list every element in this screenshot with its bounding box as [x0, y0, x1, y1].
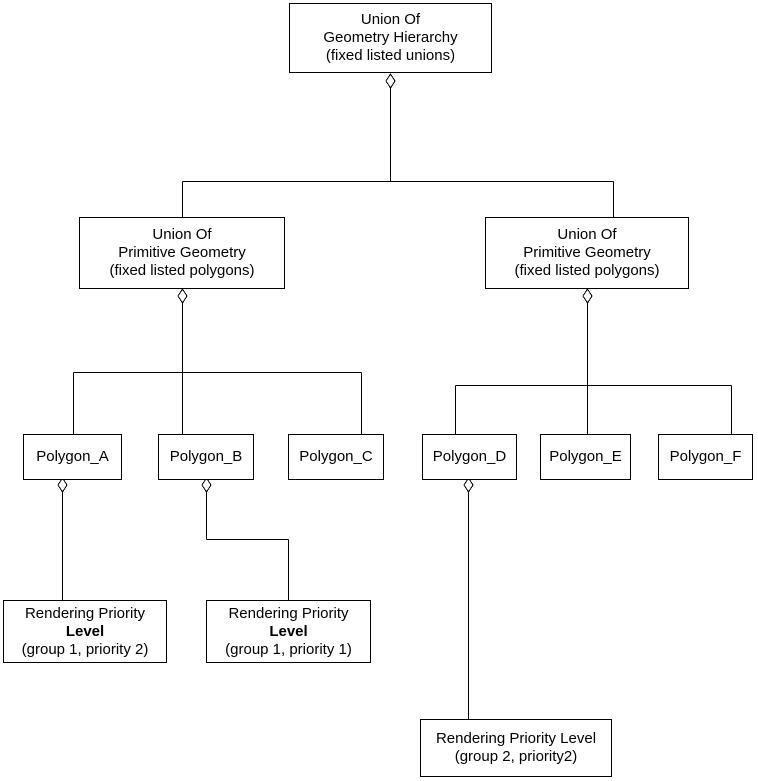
node-polygon-c: Polygon_C	[288, 434, 384, 480]
node-polygon-d: Polygon_D	[422, 434, 517, 480]
node-polygon-a: Polygon_A	[23, 434, 122, 480]
node-polygon-f: Polygon_F	[658, 434, 753, 480]
node-union-of-geometry-hierarchy: Union Of Geometry Hierarchy (fixed liste…	[289, 3, 492, 73]
node-rendering-priority-level-a: Rendering Priority Level (group 1, prior…	[3, 600, 167, 663]
node-text-line: (group 1, priority 1)	[225, 640, 352, 658]
node-text-line: (group 2, priority2)	[454, 748, 578, 765]
node-text-line: Rendering Priority Level	[435, 730, 597, 747]
node-text-line: Primitive Geometry	[118, 244, 246, 261]
node-text-line: Union Of	[360, 11, 421, 28]
node-rendering-priority-level-b: Rendering Priority Level (group 1, prior…	[206, 600, 371, 663]
node-text-line: Geometry Hierarchy	[323, 29, 458, 46]
node-text-line-bold: Level	[65, 622, 105, 640]
node-text-line: Primitive Geometry	[523, 244, 651, 261]
node-text-line-bold: Level	[269, 622, 308, 640]
node-text-line: Polygon_F	[669, 448, 742, 465]
node-text-line: (fixed listed unions)	[325, 47, 456, 64]
node-text-line: Union Of	[557, 226, 617, 243]
node-polygon-b: Polygon_B	[158, 434, 254, 480]
node-text-line: Rendering Priority	[228, 604, 349, 622]
node-text-line: Rendering Priority	[24, 604, 146, 622]
node-text-line: Polygon_B	[169, 448, 243, 465]
node-text-line: Polygon_C	[299, 448, 373, 465]
aggregation-diamond-icon	[177, 288, 188, 304]
aggregation-diamond-icon	[57, 477, 68, 493]
aggregation-diamond-icon	[582, 288, 593, 304]
node-text-line: Polygon_E	[549, 448, 622, 465]
node-union-of-primitive-geometry-right: Union Of Primitive Geometry (fixed liste…	[485, 217, 689, 289]
aggregation-diamond-icon	[385, 73, 396, 89]
aggregation-diamond-icon	[463, 477, 474, 493]
node-text-line: (fixed listed polygons)	[109, 262, 255, 279]
node-polygon-e: Polygon_E	[540, 434, 631, 480]
node-text-line: Polygon_A	[36, 448, 109, 465]
node-text-line: Union Of	[152, 226, 212, 243]
node-rendering-priority-level-d: Rendering Priority Level (group 2, prior…	[420, 719, 612, 777]
node-union-of-primitive-geometry-left: Union Of Primitive Geometry (fixed liste…	[79, 217, 285, 289]
node-text-line: (fixed listed polygons)	[514, 262, 660, 279]
node-text-line: Polygon_D	[432, 448, 507, 465]
aggregation-diamond-icon	[201, 477, 212, 493]
node-text-line: (group 1, priority 2)	[21, 640, 149, 658]
